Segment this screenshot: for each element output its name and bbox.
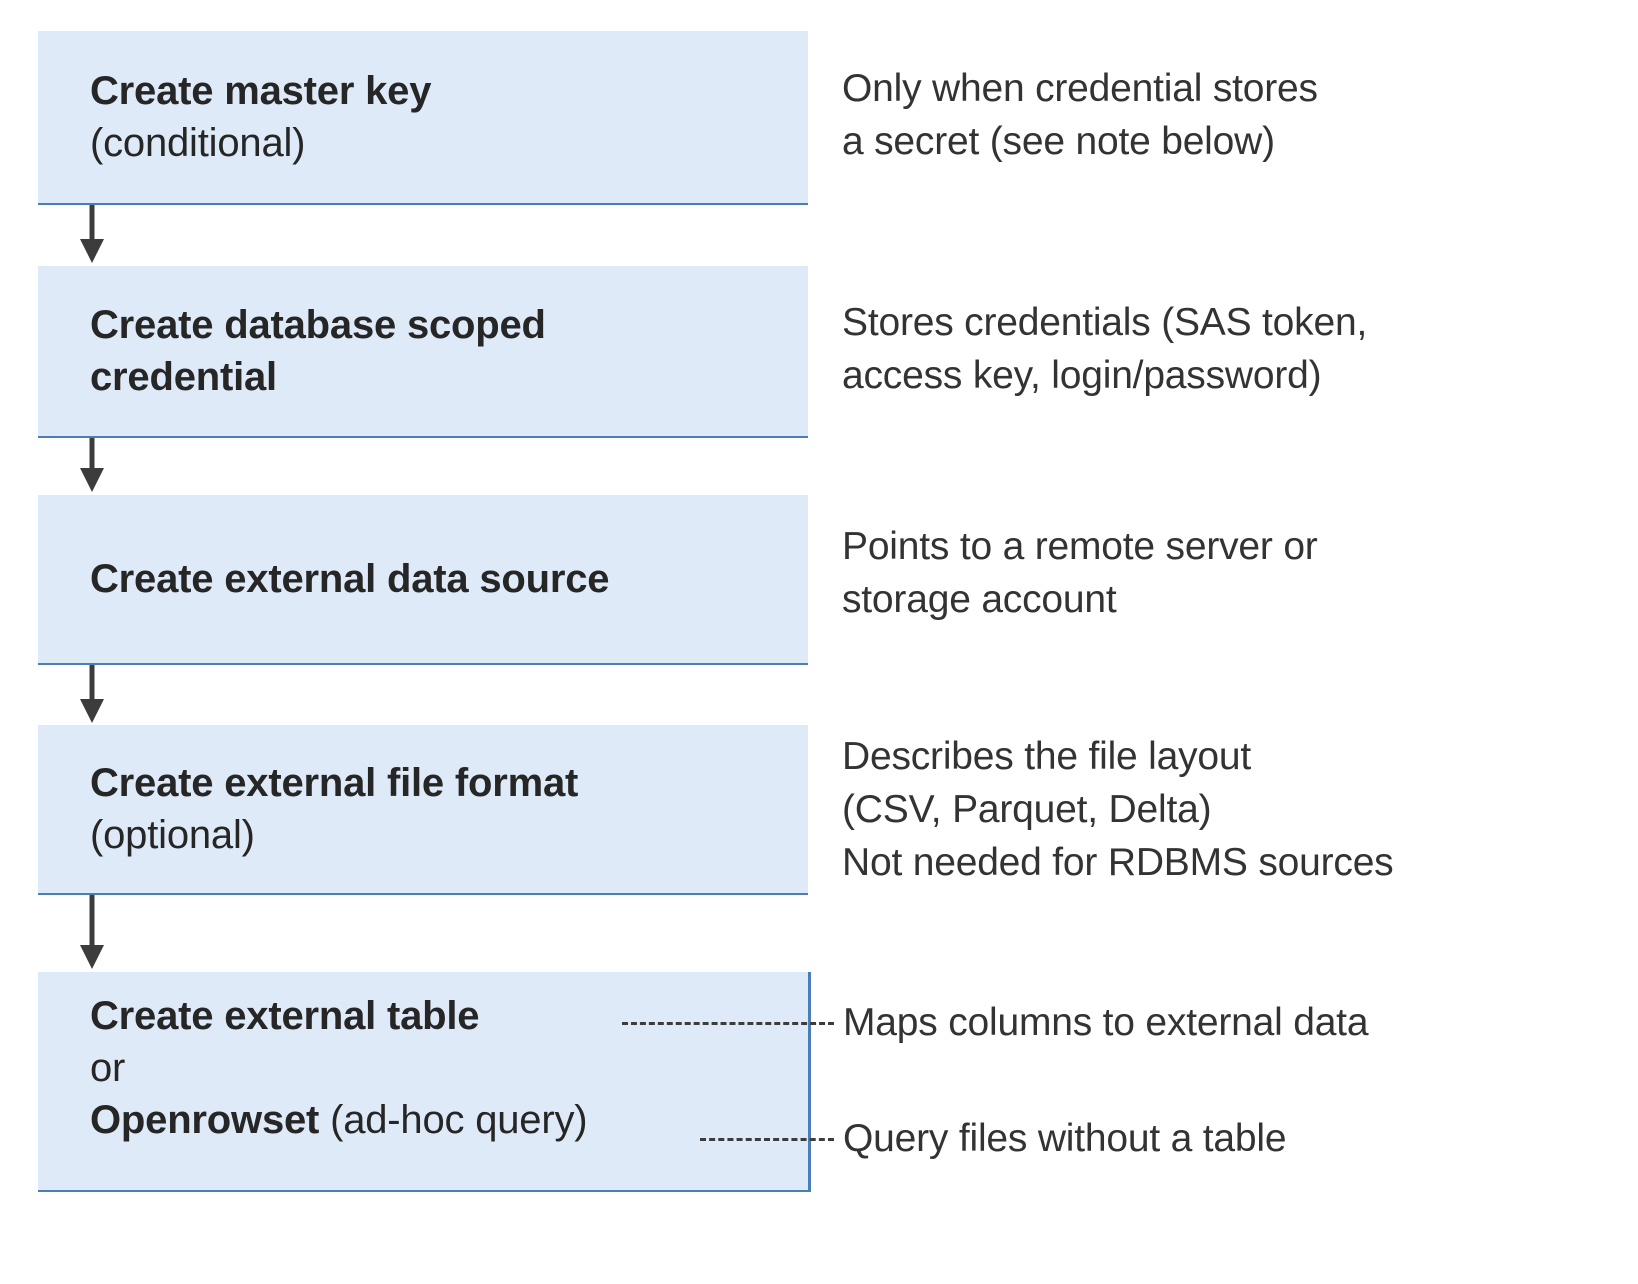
note-line: Stores credentials (SAS token, — [842, 301, 1368, 344]
arrow-3-icon — [80, 665, 104, 723]
note-create-external-data-source: Points to a remote server or storage acc… — [842, 520, 1318, 626]
step-separator-or: or — [90, 1046, 126, 1090]
step-title-create-external-file-format: Create external file format — [90, 761, 579, 805]
note-line: Points to a remote server or — [842, 525, 1318, 568]
note-line: a secret (see note below) — [842, 120, 1275, 163]
note-line: Describes the file layout — [842, 735, 1252, 778]
note-line: Only when credential stores — [842, 67, 1318, 110]
note-line: access key, login/password) — [842, 354, 1322, 397]
note-create-external-file-format: Describes the file layout (CSV, Parquet,… — [842, 730, 1394, 889]
step-box-create-external-file-format[interactable]: Create external file format (optional) — [38, 725, 808, 895]
note-create-database-scoped-credential: Stores credentials (SAS token, access ke… — [842, 296, 1367, 402]
note-line: Maps columns to external data — [843, 1001, 1369, 1044]
step-title-create-external-data-source: Create external data source — [90, 557, 610, 601]
dashed-connector-external-table — [622, 1022, 834, 1025]
step-title-line-2-create-database-scoped-credential: credential — [90, 355, 277, 399]
dashed-connector-openrowset — [700, 1138, 834, 1141]
note-create-master-key: Only when credential stores a secret (se… — [842, 62, 1318, 168]
step-box-create-external-data-source[interactable]: Create external data source — [38, 495, 808, 665]
step-box-create-external-table-or-openrowset[interactable]: Create external table or Openrowset (ad-… — [38, 972, 811, 1192]
note-maps-columns-to-external-data: Maps columns to external data — [843, 996, 1369, 1049]
arrow-2-icon — [80, 438, 104, 492]
step-subtitle-create-master-key: (conditional) — [90, 121, 306, 165]
step-title-line-1-create-database-scoped-credential: Create database scoped — [90, 303, 546, 347]
step-title-openrowset: Openrowset — [90, 1098, 320, 1142]
step-subtitle-create-external-file-format: (optional) — [90, 813, 255, 857]
note-line: (CSV, Parquet, Delta) — [842, 788, 1212, 831]
step-title-openrowset-row: Openrowset (ad-hoc query) — [90, 1094, 792, 1146]
arrow-1-icon — [80, 205, 104, 263]
note-query-files-without-a-table: Query files without a table — [843, 1112, 1287, 1165]
note-line: Not needed for RDBMS sources — [842, 841, 1394, 884]
note-line: storage account — [842, 578, 1117, 621]
step-title-create-master-key: Create master key — [90, 69, 432, 113]
step-box-create-master-key[interactable]: Create master key (conditional) — [38, 31, 808, 205]
step-box-create-database-scoped-credential[interactable]: Create database scoped credential — [38, 266, 808, 438]
arrow-4-icon — [80, 895, 104, 969]
step-suffix-openrowset: (ad-hoc query) — [319, 1098, 588, 1142]
step-title-create-external-table: Create external table — [90, 994, 480, 1038]
note-line: Query files without a table — [843, 1117, 1287, 1160]
